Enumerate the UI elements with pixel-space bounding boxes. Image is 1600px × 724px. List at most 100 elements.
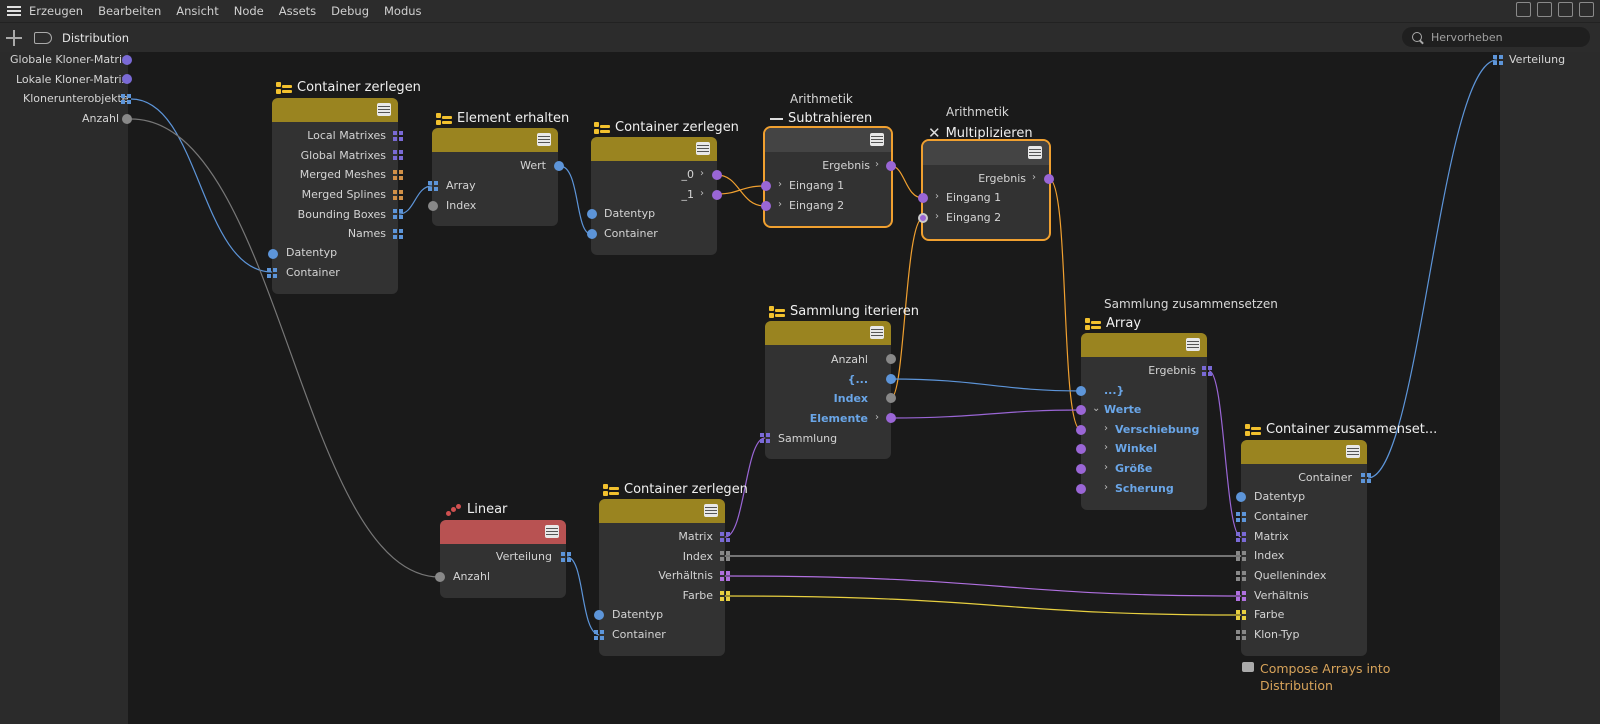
node-menu-icon[interactable]	[1346, 445, 1360, 458]
menu-node[interactable]: Node	[233, 4, 264, 18]
port-grid[interactable]	[121, 94, 131, 104]
port-dot[interactable]	[428, 201, 438, 211]
node-multiplizieren[interactable]	[921, 139, 1051, 241]
port-grid[interactable]	[1236, 591, 1246, 601]
port-grid[interactable]	[393, 150, 403, 160]
port-dot[interactable]	[761, 181, 771, 191]
port-grid[interactable]	[267, 268, 277, 278]
port-label: Anzahl	[830, 353, 868, 366]
port-grid[interactable]	[720, 591, 730, 601]
port-grid[interactable]	[720, 532, 730, 542]
port-dot[interactable]	[554, 161, 564, 171]
port-dot[interactable]	[1076, 484, 1086, 494]
port-dot[interactable]	[918, 193, 928, 203]
menu-debug[interactable]: Debug	[331, 4, 369, 18]
port-dot[interactable]	[918, 213, 928, 223]
chevron-right-icon[interactable]: ›	[1104, 423, 1108, 434]
chevron-right-icon[interactable]: ›	[1104, 462, 1108, 473]
port-grid[interactable]	[393, 229, 403, 239]
hamburger-menu-icon[interactable]	[7, 6, 21, 16]
node-menu-icon[interactable]	[696, 142, 710, 155]
port-dot[interactable]	[1076, 405, 1086, 415]
port-grid[interactable]	[594, 630, 604, 640]
node-array[interactable]	[1081, 333, 1207, 510]
port-dot[interactable]	[587, 229, 597, 239]
port-dot[interactable]	[594, 610, 604, 620]
port-dot[interactable]	[1236, 492, 1246, 502]
panel-right-icon[interactable]	[1537, 2, 1552, 17]
port-dot[interactable]	[886, 413, 896, 423]
port-dot[interactable]	[1076, 386, 1086, 396]
port-grid[interactable]	[1236, 532, 1246, 542]
comment-text[interactable]: Compose Arrays into Distribution	[1260, 661, 1391, 693]
port-grid[interactable]	[393, 209, 403, 219]
node-linear[interactable]	[440, 520, 566, 598]
search-input[interactable]: Hervorheben	[1402, 27, 1590, 47]
port-grid[interactable]	[720, 571, 730, 581]
port-dot[interactable]	[761, 201, 771, 211]
node-menu-icon[interactable]	[537, 133, 551, 146]
port-dot[interactable]	[886, 393, 896, 403]
port-dot[interactable]	[435, 572, 445, 582]
port-dot[interactable]	[886, 161, 896, 171]
menu-assets[interactable]: Assets	[278, 4, 317, 18]
node-menu-icon[interactable]	[704, 504, 718, 517]
menu-modus[interactable]: Modus	[384, 4, 422, 18]
node-menu-icon[interactable]	[545, 525, 559, 538]
node-container-zerlegen-1[interactable]	[272, 98, 398, 294]
port-grid[interactable]	[1361, 473, 1371, 483]
port-dot[interactable]	[268, 249, 278, 259]
node-container-zerlegen-2[interactable]	[591, 137, 717, 255]
node-container-zerlegen-3[interactable]	[599, 499, 725, 656]
port-grid[interactable]	[561, 552, 571, 562]
panel-left-icon[interactable]	[1516, 2, 1531, 17]
port-dot[interactable]	[1044, 174, 1054, 184]
node-element-erhalten[interactable]	[432, 128, 558, 226]
port-dot[interactable]	[1076, 464, 1086, 474]
port-grid[interactable]	[1236, 610, 1246, 620]
port-dot[interactable]	[122, 55, 132, 65]
node-container-zusammensetzen[interactable]	[1241, 440, 1367, 656]
port-grid[interactable]	[1236, 551, 1246, 561]
port-dot[interactable]	[587, 209, 597, 219]
node-menu-icon[interactable]	[377, 103, 391, 116]
node-menu-icon[interactable]	[1186, 338, 1200, 351]
menu-erzeugen[interactable]: Erzeugen	[29, 4, 84, 18]
port-grid[interactable]	[393, 170, 403, 180]
port-grid[interactable]	[760, 433, 770, 443]
port-dot[interactable]	[712, 170, 722, 180]
port-grid[interactable]	[720, 551, 730, 561]
node-header	[1081, 333, 1207, 357]
port-dot[interactable]	[886, 354, 896, 364]
port-grid[interactable]	[1236, 512, 1246, 522]
inputs-panel	[0, 52, 128, 724]
port-dot[interactable]	[1076, 444, 1086, 454]
port-grid[interactable]	[428, 181, 438, 191]
port-grid[interactable]	[393, 190, 403, 200]
node-menu-icon[interactable]	[870, 326, 884, 339]
node-sammlung-iterieren[interactable]	[765, 321, 891, 459]
lock-icon[interactable]	[1558, 2, 1573, 17]
port-dot[interactable]	[122, 74, 132, 84]
chevron-down-icon[interactable]: ⌄	[1092, 403, 1101, 414]
port-dot[interactable]	[886, 374, 896, 384]
maximize-icon[interactable]	[1579, 2, 1594, 17]
chevron-right-icon[interactable]: ›	[1104, 442, 1108, 453]
breadcrumb[interactable]: Distribution	[62, 30, 130, 45]
node-menu-icon[interactable]	[870, 133, 884, 146]
chevron-right-icon[interactable]: ›	[1104, 482, 1108, 493]
port-grid[interactable]	[1202, 366, 1212, 376]
port-dot[interactable]	[1076, 425, 1086, 435]
port-grid[interactable]	[1236, 571, 1246, 581]
port-dot[interactable]	[712, 190, 722, 200]
port-grid[interactable]	[1236, 630, 1246, 640]
node-subtrahieren[interactable]	[763, 126, 893, 228]
port-label: ...}	[1104, 384, 1125, 397]
add-icon[interactable]	[6, 29, 22, 46]
port-grid[interactable]	[393, 131, 403, 141]
menu-ansicht[interactable]: Ansicht	[176, 4, 219, 18]
port-dot[interactable]	[122, 114, 132, 124]
node-menu-icon[interactable]	[1028, 146, 1042, 159]
port-grid[interactable]	[1493, 55, 1503, 65]
menu-bearbeiten[interactable]: Bearbeiten	[98, 4, 162, 18]
